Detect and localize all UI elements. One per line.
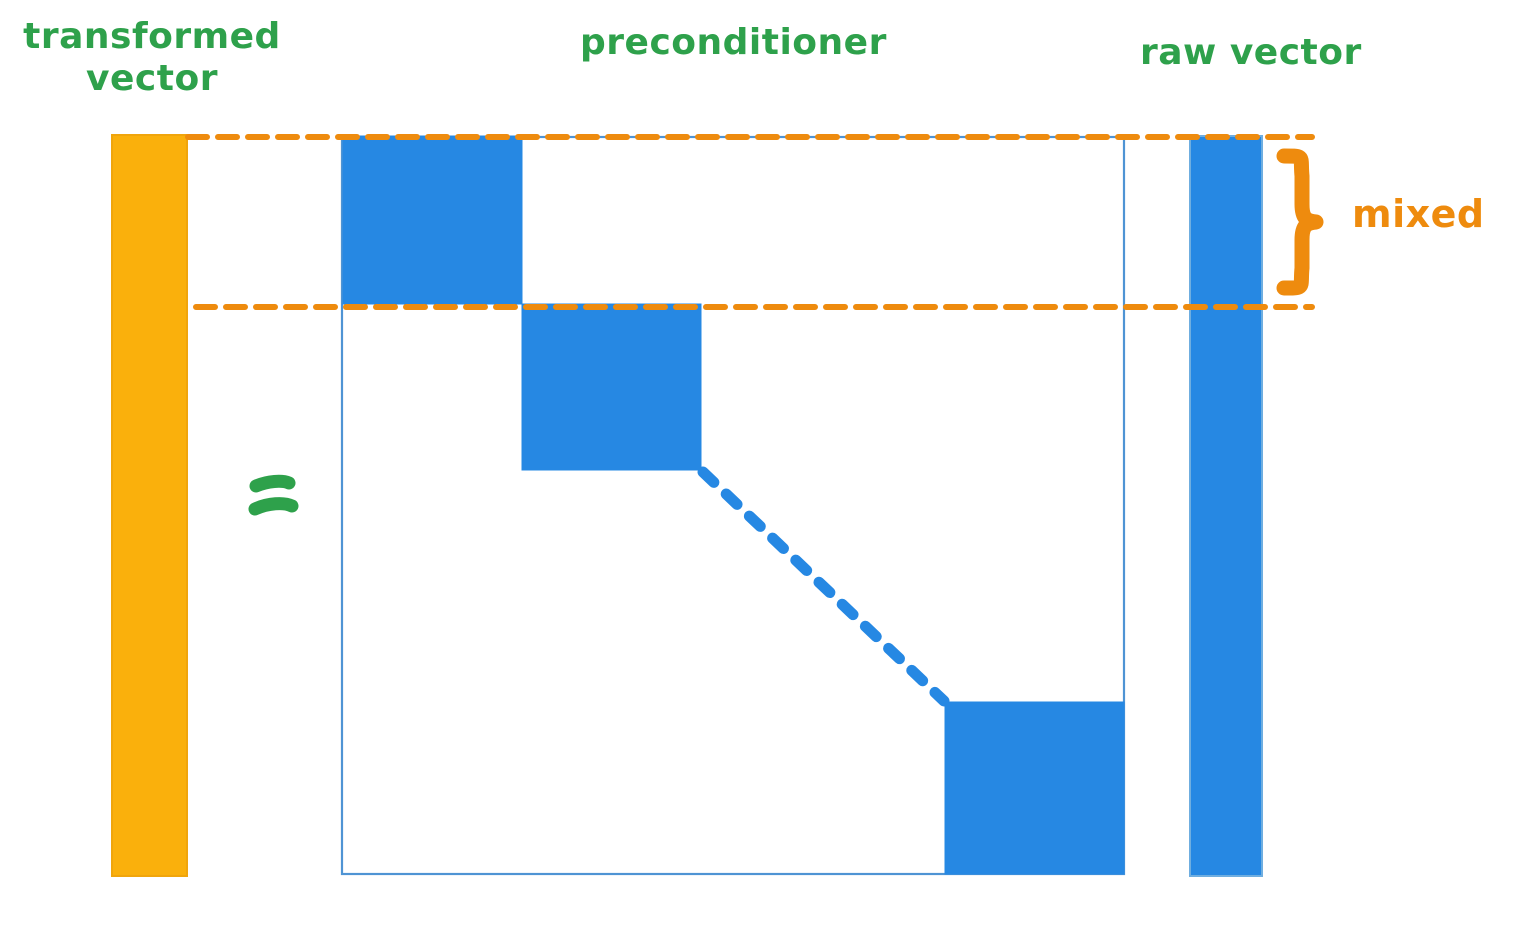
preconditioner-block-1 [342,135,523,305]
preconditioner-label: preconditioner [580,22,887,63]
transformed-vector-label: transformed vector [23,16,281,100]
transformed-vector-bar [111,134,188,877]
mixed-region-brace-icon [1276,148,1324,296]
mixed-region-label: mixed [1352,192,1485,236]
preconditioner-block-3 [944,701,1125,875]
block-diagonal-dashes-icon [697,466,950,707]
raw-vector-label: raw vector [1140,32,1362,73]
equation-equals-sign [248,474,299,516]
preconditioner-block-2 [521,303,702,471]
raw-vector-bar [1189,135,1263,877]
